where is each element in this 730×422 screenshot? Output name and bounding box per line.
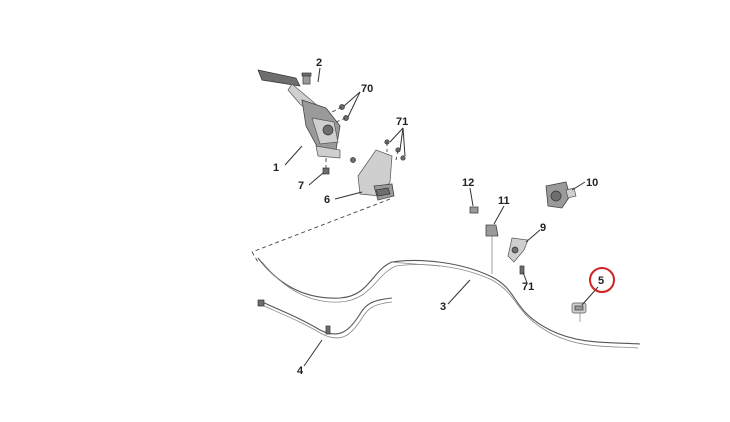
secondary-cable-part-4 [257,297,393,339]
clip-part-12 [469,206,479,214]
callout-7: 7 [298,180,304,192]
callout-70: 70 [361,83,373,95]
bolt-part-2 [301,72,312,85]
callout-2: 2 [316,57,322,69]
callout-9: 9 [540,222,546,234]
screw-part-71-bottom [519,265,525,275]
highlight-ring [589,267,615,293]
callout-12: 12 [462,177,474,189]
callout-10: 10 [586,177,598,189]
callout-11: 11 [498,195,510,207]
handbrake-lever [257,69,341,159]
callout-4: 4 [297,365,304,377]
callout-71-bottom: 71 [522,281,534,293]
callout-3: 3 [440,301,446,313]
callout-5: 5 [598,275,604,287]
cable-guide-part-9 [507,237,529,263]
screws-part-70 [331,104,356,163]
nut-part-7 [322,158,330,175]
retainer-part-11 [485,224,499,274]
actuator-part-10 [545,181,577,209]
main-cable-part-3 [257,257,641,349]
bracket-part-6 [357,149,395,201]
leader-lines [284,67,599,367]
cable-end-part-5 [571,302,587,322]
callout-1: 1 [273,162,279,174]
callout-71-top: 71 [396,116,408,128]
callouts: 1 2 3 4 5 6 7 9 10 11 12 70 71 71 [273,57,604,377]
screws-part-71-top [384,139,406,161]
callout-6: 6 [324,194,330,206]
assembly-dashed-line [251,198,391,253]
